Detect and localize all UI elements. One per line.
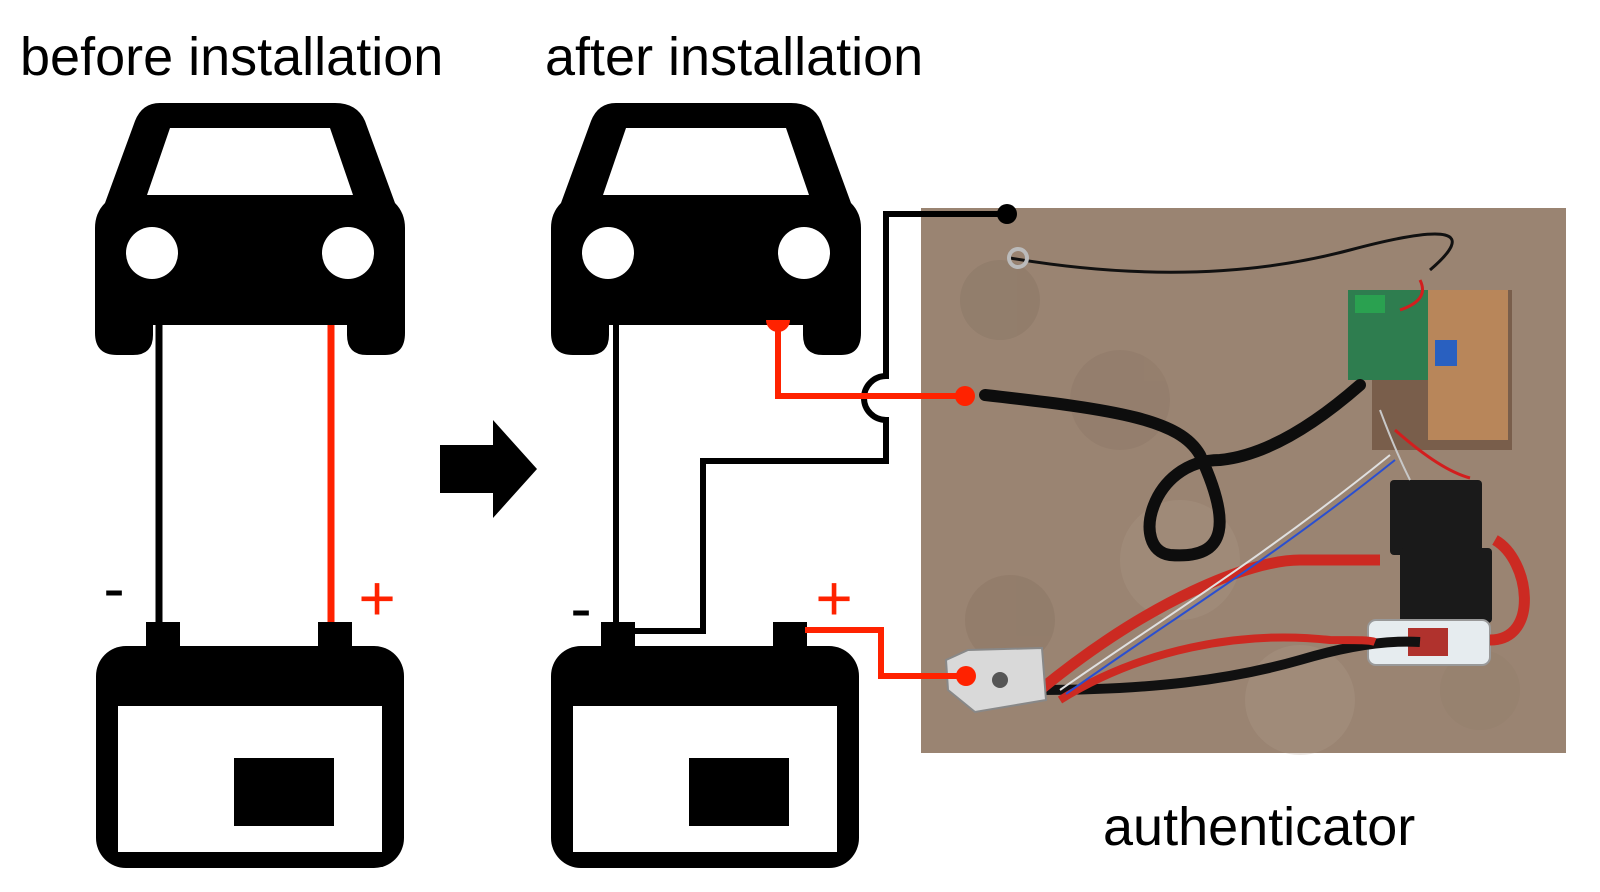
minus-sign: - xyxy=(570,572,591,644)
car-icon xyxy=(551,103,861,355)
after-installation-title: after installation xyxy=(545,27,924,87)
battery-icon xyxy=(551,622,859,868)
minus-sign: - xyxy=(103,552,124,624)
car-terminal-dot xyxy=(766,320,790,332)
ground-wire-to-authenticator xyxy=(633,211,1005,634)
battery-icon xyxy=(96,622,404,868)
battery-positive-connection-point xyxy=(956,666,976,686)
plus-sign: + xyxy=(815,562,852,634)
authenticator-photo xyxy=(921,208,1566,755)
right-arrow-icon xyxy=(440,420,537,518)
car-positive-connection-point xyxy=(955,386,975,406)
plus-sign: + xyxy=(358,562,395,634)
before-installation-title: before installation xyxy=(20,27,444,87)
car-icon xyxy=(95,103,405,355)
ground-connection-point xyxy=(997,204,1017,224)
authenticator-label: authenticator xyxy=(1103,797,1416,857)
positive-wire-battery xyxy=(805,627,966,679)
positive-wire-car xyxy=(775,323,965,399)
